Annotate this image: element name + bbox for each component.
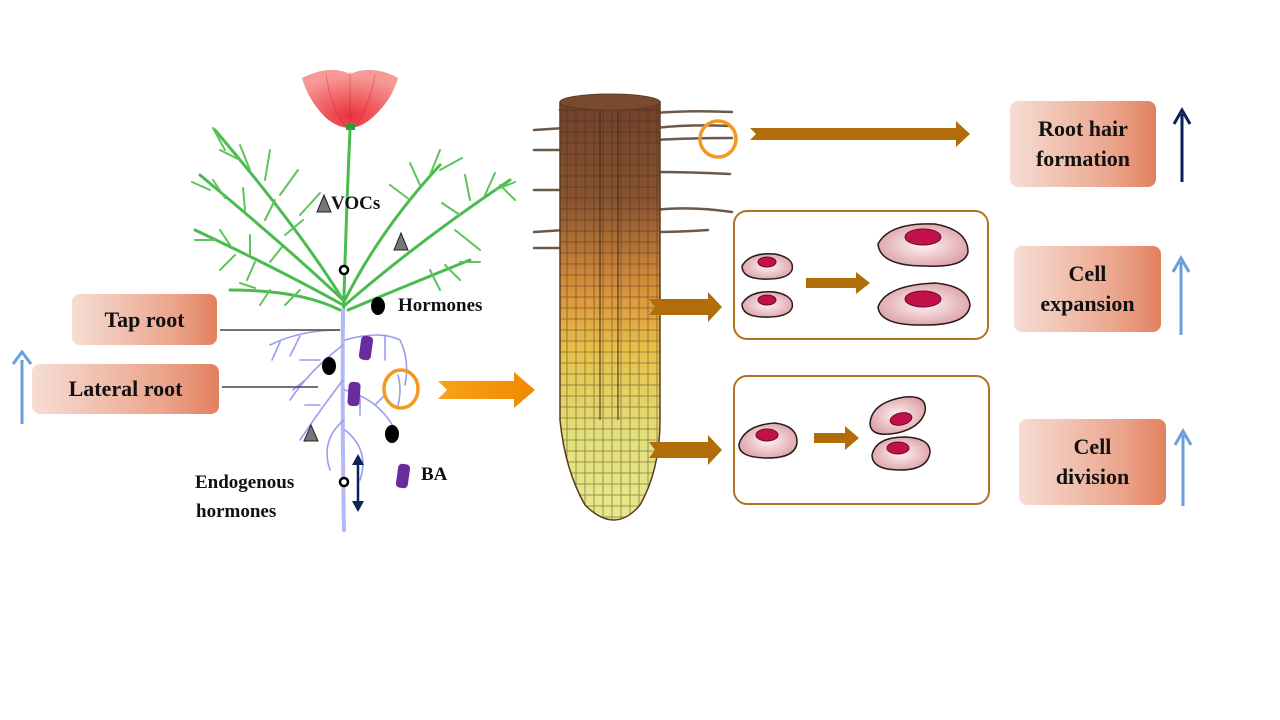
large-cell-icon <box>877 223 969 267</box>
ba-capsule-icon <box>347 381 361 407</box>
ba-label: BA <box>421 464 448 485</box>
leaves-and-stem <box>193 128 512 332</box>
cell-expansion-label: Cell expansion <box>1014 246 1161 332</box>
daughter-cell-icon <box>869 396 927 435</box>
ba-capsule-icon <box>395 463 411 489</box>
daughter-cell-icon <box>871 436 931 471</box>
hormones-label: Hormones <box>398 295 483 316</box>
up-down-arrow-icon <box>352 454 364 512</box>
vocs-triangle-icon <box>393 231 409 251</box>
root-hair-highlight-circle <box>698 119 738 159</box>
elongation-zone-arrow-icon <box>649 292 722 322</box>
endogenous-hormones-label-line2: hormones <box>196 501 277 522</box>
cell-division-increase-arrow-icon <box>1173 427 1193 506</box>
hormone-dot-icon <box>385 425 399 443</box>
root-hair-increase-arrow-icon <box>1172 106 1192 182</box>
small-cell-icon <box>741 253 794 280</box>
endogenous-hormone-marker-icon <box>338 264 350 276</box>
parent-cell-icon <box>738 422 798 459</box>
small-cell-icon <box>741 291 794 318</box>
hormone-dot-icon <box>322 357 336 375</box>
lateral-root-increase-arrow-icon <box>11 349 33 424</box>
root-tip-illustration <box>532 93 734 521</box>
orange-arrow-icon <box>438 372 535 408</box>
outcome-line1: Cell <box>1068 261 1107 287</box>
vocs-label: VOCs <box>331 193 381 214</box>
lateral-root-label: Lateral root <box>32 364 219 414</box>
outcome-line1: Cell <box>1073 434 1112 460</box>
cell-expansion-increase-arrow-icon <box>1171 254 1191 335</box>
outcome-line1: Root hair <box>1038 116 1128 142</box>
division-arrow-icon <box>814 426 859 450</box>
lateral-root-text: Lateral root <box>68 376 183 402</box>
vocs-triangle-icon <box>303 423 319 442</box>
hormone-dot-icon <box>371 297 385 315</box>
expansion-arrow-icon <box>806 272 870 294</box>
outcome-line2: expansion <box>1040 291 1135 316</box>
outcome-line2: formation <box>1035 146 1131 171</box>
tap-root-label: Tap root <box>72 294 217 345</box>
outcome-line2: division <box>1055 464 1130 489</box>
large-cell-icon <box>877 282 971 326</box>
vocs-triangle-icon <box>316 193 332 213</box>
poppy-flower <box>302 69 398 130</box>
root-hair-arrow-icon <box>750 121 970 147</box>
root-system <box>269 308 408 532</box>
endogenous-hormones-label-line1: Endogenous <box>195 472 295 493</box>
lateral-root-highlight-circle <box>382 368 420 410</box>
root-hair-formation-label: Root hair formation <box>1010 101 1156 187</box>
cell-division-label: Cell division <box>1019 419 1166 505</box>
meristem-zone-arrow-icon <box>649 435 722 465</box>
ba-capsule-icon <box>358 335 374 361</box>
tap-root-text: Tap root <box>104 306 185 332</box>
leaf-fronds <box>191 127 516 306</box>
endogenous-hormone-marker-icon <box>338 476 350 488</box>
